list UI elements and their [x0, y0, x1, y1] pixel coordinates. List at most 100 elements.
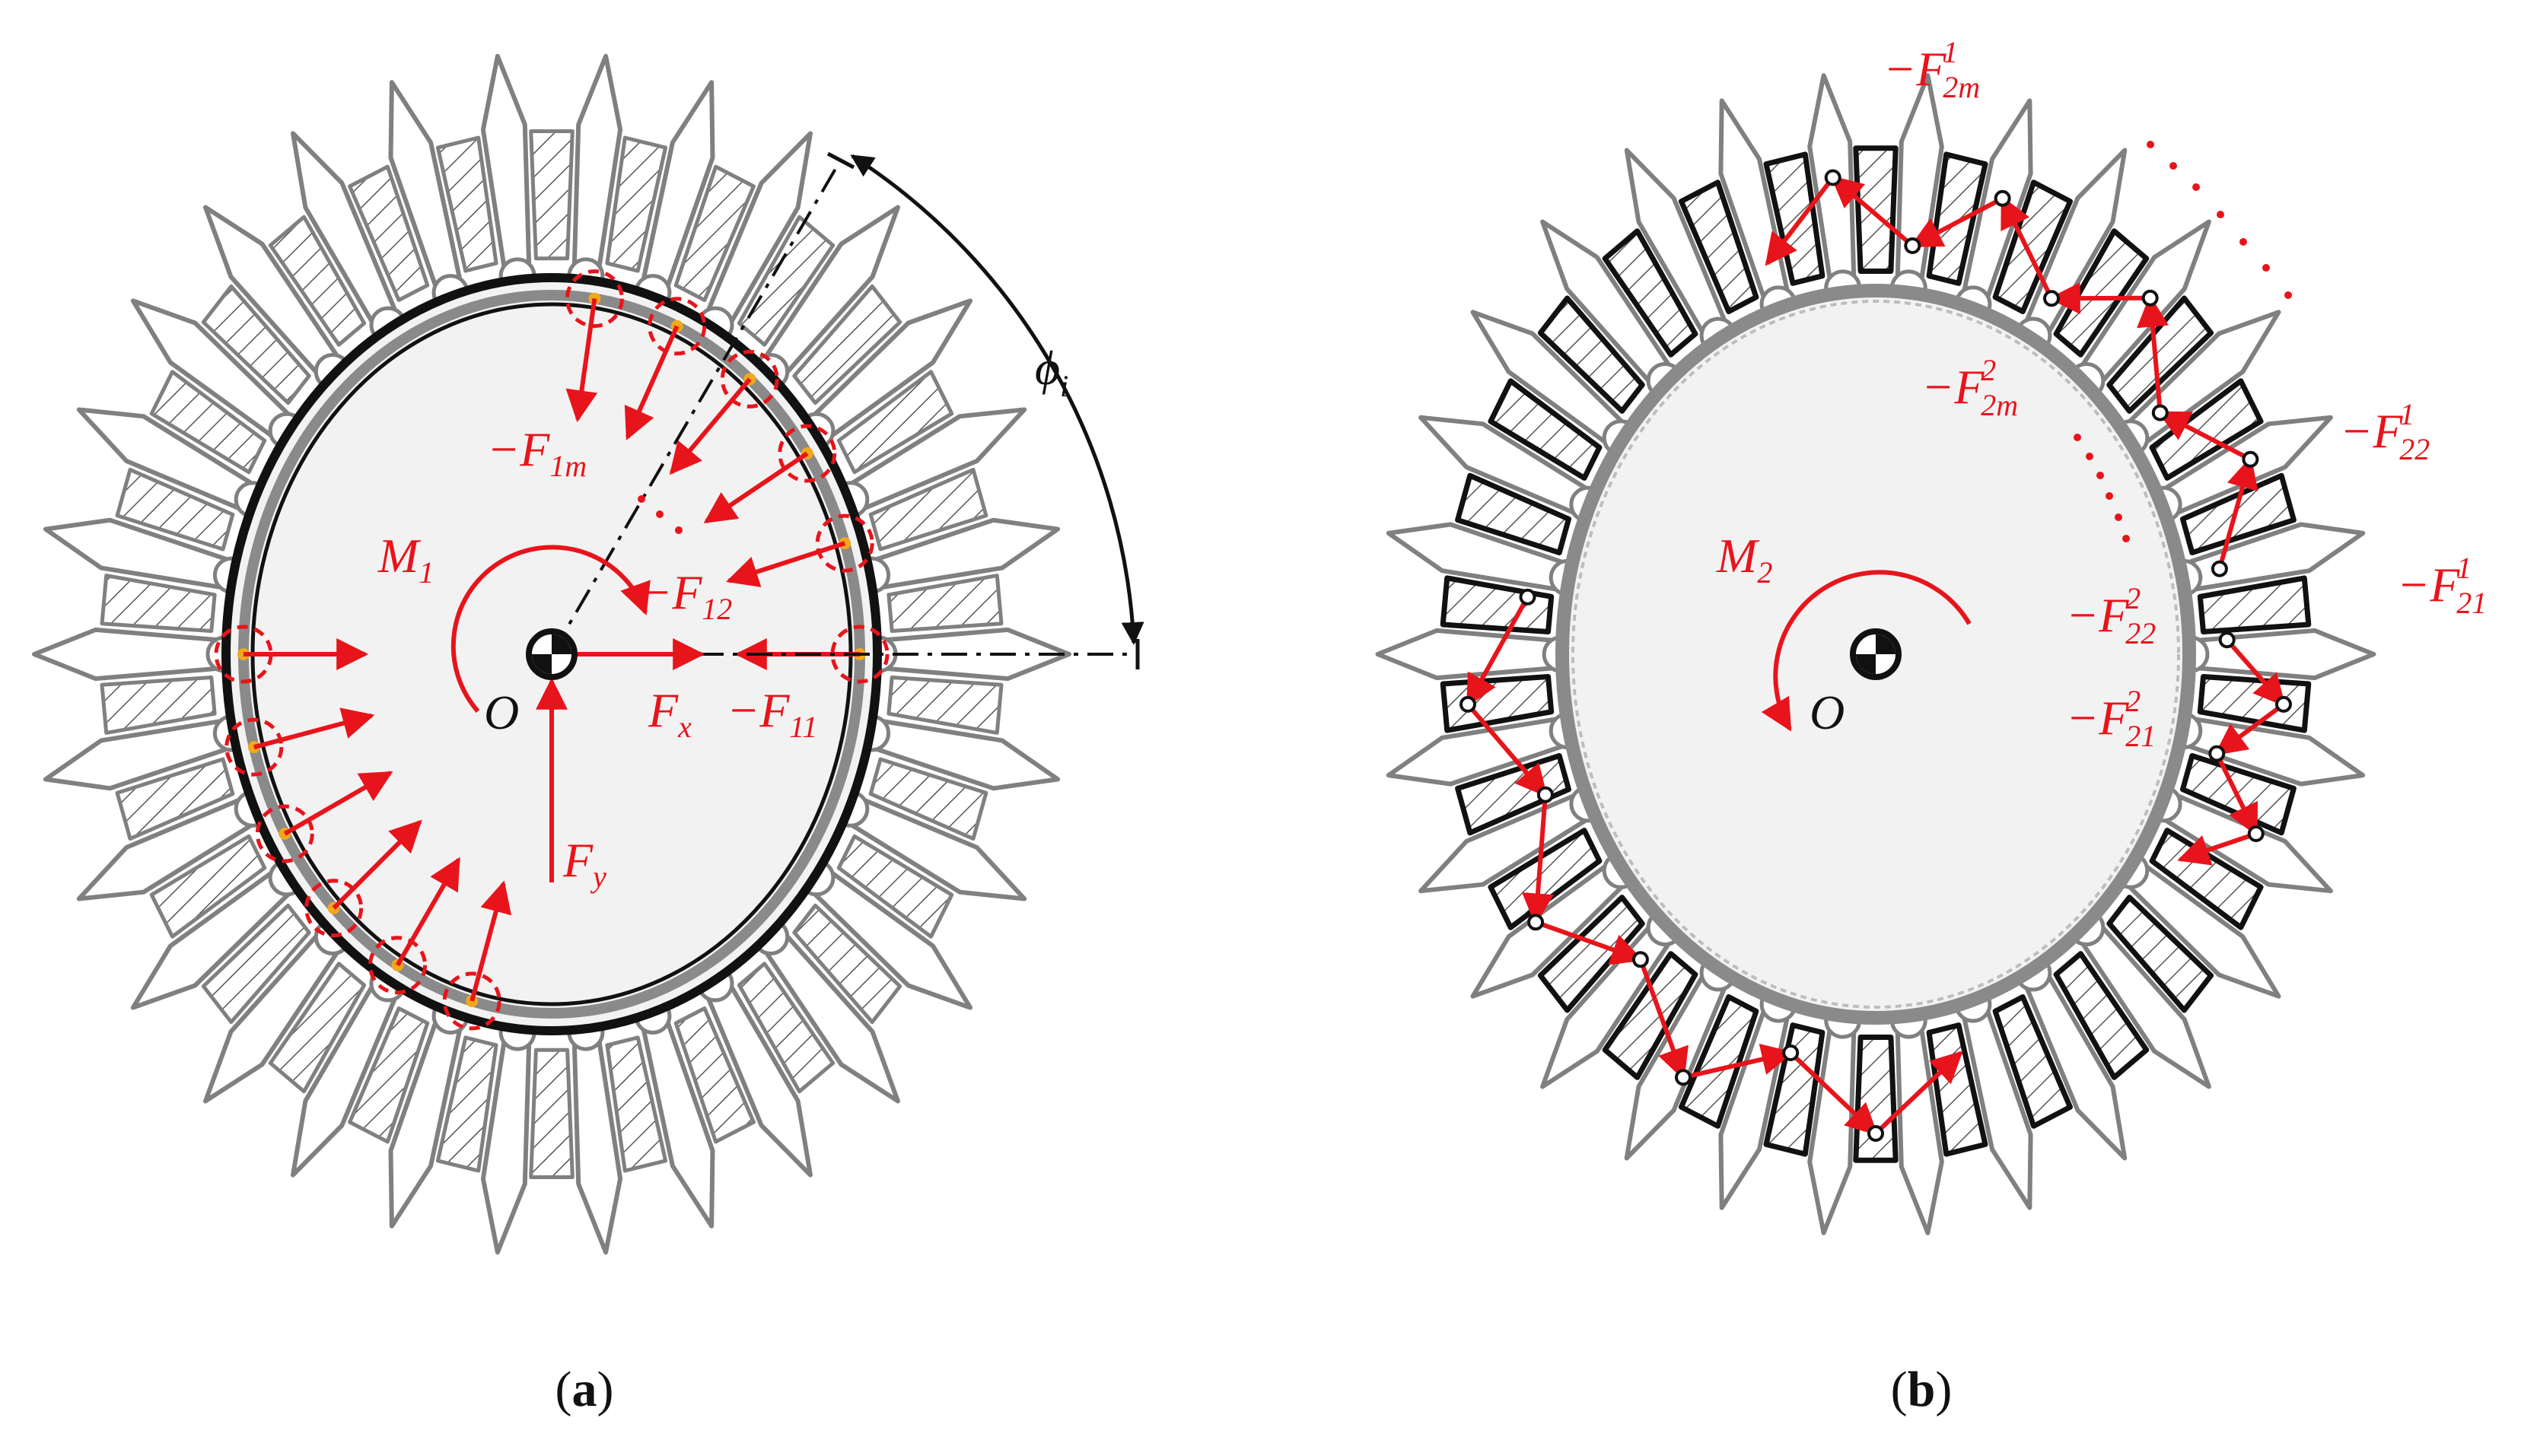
- angle-end-tick: [826, 151, 855, 170]
- pivot-node: [1867, 1125, 1884, 1142]
- pivot-node: [1675, 1069, 1692, 1086]
- hatched-segment: [1853, 145, 1899, 274]
- caption-b: (b): [1891, 1362, 1953, 1417]
- pivot-node: [2208, 745, 2226, 762]
- hatched-segment: [1602, 951, 1698, 1080]
- force-arrow: [470, 880, 512, 1002]
- segment-force-arrow: [1765, 176, 1835, 266]
- hatched-segment: [100, 574, 217, 633]
- hatched-segment: [737, 215, 836, 347]
- segment-force-arrow: [2214, 702, 2285, 756]
- label-fy: Fy: [562, 833, 606, 894]
- hatched-segment: [886, 676, 1004, 735]
- contact-circle: [304, 879, 364, 938]
- pivot-node: [1527, 914, 1545, 931]
- segment-force-arrow: [1830, 175, 1915, 248]
- hatched-segment: [201, 284, 311, 405]
- segment-force-arrow: [1682, 1043, 1794, 1080]
- label-f11: −F11: [727, 683, 817, 744]
- hatched-segment: [792, 903, 902, 1025]
- caption-a: (a): [555, 1362, 614, 1417]
- hatched-segment: [2106, 895, 2214, 1013]
- segment-force-arrow: [2225, 638, 2286, 707]
- label-f12: −F12: [639, 565, 732, 626]
- segment-force-arrow: [1535, 920, 1644, 965]
- contact-circle: [565, 269, 624, 329]
- hatched-segment: [1763, 1022, 1825, 1157]
- hatched-segment: [605, 1035, 668, 1173]
- force-arrow: [726, 541, 846, 587]
- ellipsis-dots-b-outer: [2147, 141, 2292, 299]
- pivot-node: [2275, 695, 2292, 713]
- pivot-node: [2043, 290, 2060, 307]
- contact-circle: [778, 424, 837, 483]
- force-arrow: [624, 325, 680, 440]
- hatched-segment: [1679, 994, 1759, 1129]
- pivot-node: [1824, 169, 1841, 186]
- pivot-node: [1459, 695, 1476, 713]
- hatched-segment: [1537, 295, 1645, 414]
- force-arrow: [669, 377, 752, 475]
- hatched-segment: [1992, 994, 2073, 1129]
- pivot-node: [1536, 786, 1554, 803]
- segment-force-arrow: [2177, 831, 2257, 866]
- contact-circle: [648, 297, 707, 356]
- label-phi-i: ϕi: [1035, 341, 1068, 403]
- hatched-segment: [2197, 575, 2312, 634]
- hatched-segment: [2053, 951, 2150, 1080]
- pivot-node: [2218, 631, 2236, 649]
- label-m2: M2: [1716, 529, 1772, 590]
- contact-circle: [442, 971, 501, 1031]
- hatched-segment: [836, 834, 954, 939]
- pivot-node: [2141, 289, 2159, 307]
- moment-arrow-m1: [450, 545, 651, 713]
- hatched-segment: [1455, 472, 1571, 555]
- hatched-segment: [1926, 151, 1988, 286]
- contact-circle: [368, 936, 427, 995]
- segment-force-arrow: [2157, 410, 2252, 462]
- segment-force-chain-b: [1459, 169, 2292, 1142]
- contact-dot: [588, 292, 601, 305]
- pivot-node: [1904, 237, 1921, 254]
- center-of-mass-symbol-b: [1850, 628, 1902, 680]
- label-origin-a: O: [484, 685, 519, 739]
- segment-force-arrow: [1789, 1051, 1879, 1136]
- force-arrow: [565, 298, 598, 423]
- hatched-segment: [268, 962, 367, 1094]
- pivot-node: [1782, 1044, 1800, 1061]
- hatched-segment: [1853, 1035, 1899, 1163]
- contact-circle: [255, 804, 314, 863]
- blade-tooth: [1375, 628, 1556, 681]
- blade-tooth: [32, 627, 220, 682]
- disk-inner-line-b: [1571, 300, 2180, 1009]
- hatched-segment: [673, 164, 756, 302]
- hatched-segment: [435, 135, 498, 273]
- segment-force-arrow: [1638, 958, 1689, 1081]
- hatched-segment: [2180, 472, 2297, 555]
- force-arrow: [703, 451, 809, 523]
- hatched-segment: [115, 467, 235, 552]
- segment-force-arrow: [1466, 596, 1530, 707]
- hatched-segment: [348, 164, 430, 302]
- force-arrow: [332, 819, 422, 910]
- force-arrow: [283, 771, 393, 836]
- segment-force-arrow: [1909, 196, 2004, 248]
- pivot-node: [2247, 825, 2265, 842]
- hatched-segment: [149, 370, 267, 475]
- force-arrow: [253, 707, 375, 750]
- hatched-segment: [268, 215, 367, 347]
- segment-force-arrow: [1522, 794, 1554, 926]
- angle-reference-line: [550, 158, 842, 656]
- segment-force-arrow: [1466, 702, 1548, 797]
- hatched-segment: [2053, 228, 2150, 358]
- hatched-segment: [435, 1035, 498, 1173]
- hatched-segment: [737, 962, 836, 1094]
- hatched-segment: [605, 135, 668, 273]
